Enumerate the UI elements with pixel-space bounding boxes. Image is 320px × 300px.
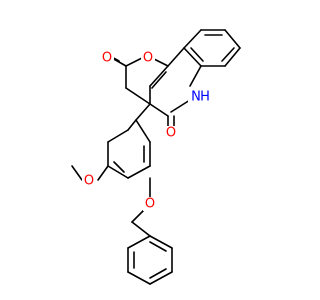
atom-o-lactone-carbonyl: O	[102, 51, 112, 66]
atom-o-methoxy: O	[84, 174, 94, 189]
bond	[127, 271, 151, 285]
bond	[149, 235, 173, 249]
bond	[224, 47, 241, 67]
bond	[135, 103, 151, 121]
bond	[167, 47, 185, 67]
atom-o-benzyloxy: O	[145, 197, 155, 212]
bond	[149, 268, 167, 279]
bond	[149, 103, 169, 117]
atom-o-pyran-ring: O	[143, 51, 153, 66]
bond	[113, 161, 125, 173]
bond	[189, 65, 202, 87]
bond	[97, 165, 109, 181]
bond	[221, 47, 235, 62]
bond	[131, 221, 151, 237]
atom-n-lactam: N	[191, 90, 201, 105]
bond	[149, 241, 167, 252]
bond	[183, 29, 202, 49]
bond	[71, 165, 83, 181]
structure-diagram: O O N H O O O	[71, 29, 241, 285]
bond	[149, 65, 169, 87]
bond	[190, 47, 204, 62]
bond	[224, 29, 241, 49]
bond	[127, 235, 151, 249]
bond	[125, 87, 151, 105]
bonds	[71, 29, 241, 285]
bond	[107, 129, 129, 143]
bond	[151, 71, 167, 89]
bond	[127, 165, 151, 179]
bond	[127, 119, 137, 131]
bond	[125, 57, 143, 67]
bond	[107, 165, 129, 179]
bond	[135, 119, 151, 143]
bond	[149, 271, 173, 285]
molecule-drawing: O O N H O O O	[71, 29, 241, 285]
bond	[183, 47, 202, 67]
atom-h-lactam: H	[200, 90, 210, 105]
atom-o-lactam-carbonyl: O	[166, 126, 176, 141]
atom-labels: O O N H O O O	[82, 51, 212, 212]
bond	[170, 99, 191, 113]
